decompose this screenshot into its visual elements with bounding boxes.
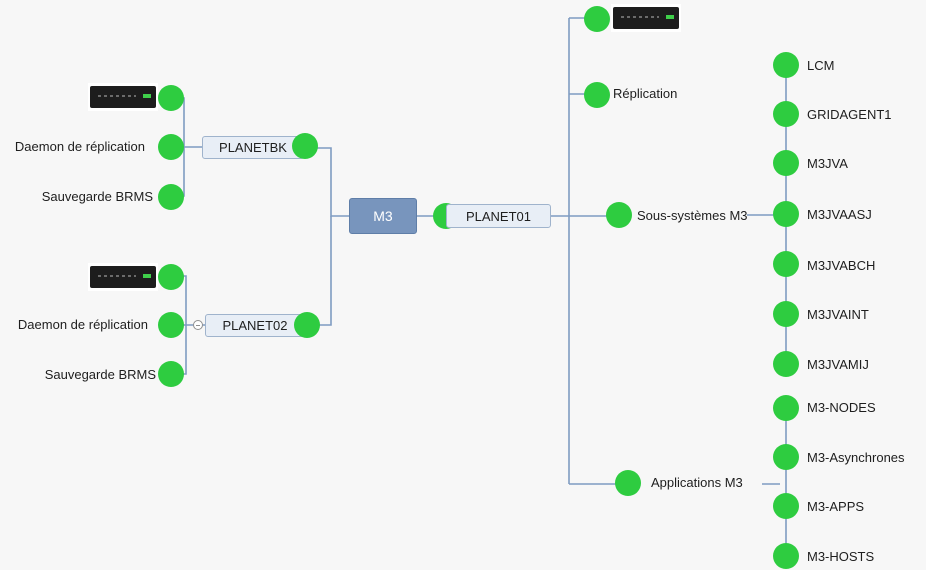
- node-planetbk-label: PLANETBK: [219, 140, 287, 155]
- node-planet01-server-dot[interactable]: [584, 6, 610, 32]
- subsystem-dot[interactable]: [773, 351, 799, 377]
- subsystem-item[interactable]: M3JVAASJ: [807, 207, 872, 222]
- node-subsystems[interactable]: Sous-systèmes M3: [637, 208, 748, 223]
- application-dot[interactable]: [773, 395, 799, 421]
- application-item[interactable]: M3-Asynchrones: [807, 450, 905, 465]
- node-planet02-dot[interactable]: [294, 312, 320, 338]
- node-planetbk-daemon-dot[interactable]: [158, 134, 184, 160]
- node-planet02-brms[interactable]: Sauvegarde BRMS: [44, 367, 156, 382]
- node-replication[interactable]: Réplication: [613, 86, 678, 101]
- node-subsystems-dot[interactable]: [606, 202, 632, 228]
- subsystem-item[interactable]: GRIDAGENT1: [807, 107, 892, 122]
- subsystem-dot[interactable]: [773, 251, 799, 277]
- node-planet02[interactable]: PLANET02: [205, 314, 305, 337]
- server-icon: [88, 83, 158, 111]
- subsystem-item[interactable]: M3JVA: [807, 156, 848, 171]
- subsystem-item[interactable]: LCM: [807, 58, 835, 73]
- node-planet02-brms-dot[interactable]: [158, 361, 184, 387]
- node-replication-dot[interactable]: [584, 82, 610, 108]
- node-planet02-server-dot[interactable]: [158, 264, 184, 290]
- root-node-m3[interactable]: M3: [349, 198, 417, 234]
- node-planet01-label: PLANET01: [465, 208, 532, 224]
- application-item[interactable]: M3-NODES: [807, 400, 876, 415]
- subsystem-item[interactable]: M3JVAINT: [807, 307, 869, 322]
- server-icon: [611, 4, 681, 32]
- application-dot[interactable]: [773, 493, 799, 519]
- node-applications[interactable]: Applications M3: [651, 475, 743, 490]
- root-node-label: M3: [373, 208, 393, 224]
- subsystem-dot[interactable]: [773, 52, 799, 78]
- node-planet02-daemon-dot[interactable]: [158, 312, 184, 338]
- subsystem-dot[interactable]: [773, 150, 799, 176]
- node-planetbk-daemon[interactable]: Daemon de réplication: [14, 139, 145, 154]
- node-planet02-daemon[interactable]: Daemon de réplication: [17, 317, 148, 332]
- node-planetbk[interactable]: PLANETBK: [202, 136, 304, 159]
- node-planet02-label: PLANET02: [222, 318, 288, 333]
- server-icon: [88, 263, 158, 291]
- application-item[interactable]: M3-APPS: [807, 499, 865, 514]
- application-item[interactable]: M3-HOSTS: [807, 549, 875, 564]
- node-planetbk-brms[interactable]: Sauvegarde BRMS: [41, 189, 153, 204]
- application-dot[interactable]: [773, 444, 799, 470]
- node-planetbk-brms-dot[interactable]: [158, 184, 184, 210]
- node-planetbk-server-dot[interactable]: [158, 85, 184, 111]
- application-dot[interactable]: [773, 543, 799, 569]
- subsystem-dot[interactable]: [773, 101, 799, 127]
- node-planet01[interactable]: PLANET01: [446, 204, 551, 228]
- subsystem-dot[interactable]: [773, 201, 799, 227]
- subsystem-item[interactable]: M3JVAMIJ: [807, 357, 869, 372]
- collapse-icon[interactable]: [193, 320, 203, 330]
- subsystem-dot[interactable]: [773, 301, 799, 327]
- node-applications-dot[interactable]: [615, 470, 641, 496]
- subsystem-item[interactable]: M3JVABCH: [807, 258, 876, 273]
- node-planetbk-dot[interactable]: [292, 133, 318, 159]
